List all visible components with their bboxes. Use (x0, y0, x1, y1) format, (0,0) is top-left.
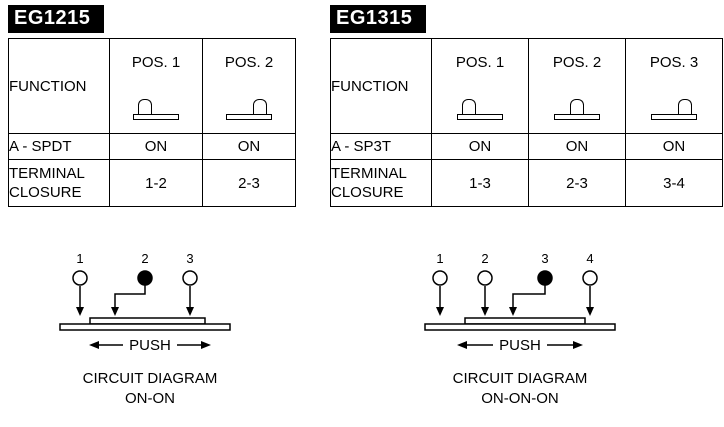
closure-value-cell: 1-3 (431, 159, 529, 207)
push-right-arrow-icon (573, 341, 583, 349)
common-contact-path (512, 285, 546, 307)
switch-position-icon (226, 94, 272, 120)
terminal-closure-row: TERMINAL CLOSURE 1-3 2-3 3-4 (330, 159, 723, 207)
pos3-label: POS. 3 (649, 54, 699, 71)
on-cell: ON (431, 133, 529, 160)
down-arrowhead-icon (76, 307, 84, 316)
push-left-arrow-icon (89, 341, 99, 349)
push-label: PUSH (129, 337, 171, 354)
closure-label-cell: TERMINAL CLOSURE (330, 159, 432, 207)
diagram-caption: CIRCUIT DIAGRAM ON-ON-ON (405, 369, 635, 410)
push-left-arrow-icon (457, 341, 467, 349)
common-contact-path (114, 285, 146, 307)
table-header-row: FUNCTION POS. 1 POS. 2 (8, 38, 296, 134)
pos2-header-cell: POS. 2 (528, 38, 626, 134)
pos1-label: POS. 1 (131, 54, 181, 71)
function-type-row: A - SP3T ON ON ON (330, 133, 723, 160)
circuit-diagram-drawing: 1 2 3 4 PUSH (424, 251, 616, 354)
on-cell: ON (528, 133, 626, 160)
eg1315-spec-table: FUNCTION POS. 1 POS. 2 (330, 38, 723, 207)
model-badge-eg1315: EG1315 (330, 5, 427, 33)
pos1-header-cell: POS. 1 (109, 38, 203, 134)
type-label-cell: A - SP3T (330, 133, 432, 160)
terminal-number: 2 (481, 251, 488, 266)
down-arrowhead-icon (436, 307, 444, 316)
switch-slider (464, 317, 586, 325)
switch-base-icon (651, 114, 697, 120)
function-header-cell: FUNCTION (330, 38, 432, 134)
model-badge-eg1215: EG1215 (8, 5, 105, 33)
pos1-header-cell: POS. 1 (431, 38, 529, 134)
table-header-row: FUNCTION POS. 1 POS. 2 (330, 38, 723, 134)
closure-value-cell: 2-3 (528, 159, 626, 207)
switch-position-icon (554, 94, 600, 120)
switch-position-icon (651, 94, 697, 120)
terminal-circle (182, 270, 198, 286)
pos2-header-cell: POS. 2 (202, 38, 296, 134)
switch-knob-icon (138, 99, 152, 115)
switch-knob-icon (570, 99, 584, 115)
down-arrowhead-icon (481, 307, 489, 316)
down-arrowhead-icon (186, 307, 194, 316)
terminal-number: 3 (541, 251, 548, 266)
eg1215-spec-table: FUNCTION POS. 1 POS. 2 (8, 38, 296, 207)
caption-line2: ON-ON-ON (481, 390, 559, 408)
closure-value-cell: 3-4 (625, 159, 723, 207)
terminal-circle (72, 270, 88, 286)
switch-slider (89, 317, 206, 325)
terminal-number: 1 (436, 251, 443, 266)
switch-base-icon (133, 114, 179, 120)
terminal-number: 3 (186, 251, 193, 266)
terminal-number: 1 (76, 251, 83, 266)
terminal-circle (432, 270, 448, 286)
circuit-diagram-drawing: 1 2 3 PUSH (59, 251, 231, 354)
push-right-arrow-icon (201, 341, 211, 349)
function-header-cell: FUNCTION (8, 38, 110, 134)
type-label-cell: A - SPDT (8, 133, 110, 160)
diagram-caption: CIRCUIT DIAGRAM ON-ON (45, 369, 255, 410)
terminal-number: 2 (141, 251, 148, 266)
terminal-circle (477, 270, 493, 286)
caption-line1: CIRCUIT DIAGRAM (452, 370, 588, 387)
on-cell: ON (202, 133, 296, 160)
terminal-circle (582, 270, 598, 286)
pos2-label: POS. 2 (224, 54, 274, 71)
down-arrowhead-icon (586, 307, 594, 316)
switch-position-icon (457, 94, 503, 120)
eg1315-circuit-diagram: 1 2 3 4 PUSH CIRCUIT DIAGRAM ON-ON-ON (405, 250, 635, 410)
terminal-number: 4 (586, 251, 593, 266)
switch-base (59, 323, 231, 331)
switch-base (424, 323, 616, 331)
pos1-label: POS. 1 (455, 54, 505, 71)
closure-value-cell: 2-3 (202, 159, 296, 207)
caption-line1: CIRCUIT DIAGRAM (82, 370, 218, 387)
switch-base-icon (226, 114, 272, 120)
switch-knob-icon (678, 99, 692, 115)
closure-value-cell: 1-2 (109, 159, 203, 207)
switch-knob-icon (462, 99, 476, 115)
eg1315-panel: EG1315 FUNCTION POS. 1 POS. 2 (330, 5, 723, 207)
terminal-closure-row: TERMINAL CLOSURE 1-2 2-3 (8, 159, 296, 207)
switch-base-icon (457, 114, 503, 120)
switch-base-icon (554, 114, 600, 120)
on-cell: ON (625, 133, 723, 160)
on-cell: ON (109, 133, 203, 160)
eg1215-circuit-diagram: 1 2 3 PUSH CIRCUIT DIAGRAM ON-ON (45, 250, 255, 410)
down-arrowhead-icon (509, 307, 517, 316)
push-label: PUSH (499, 337, 541, 354)
pos2-label: POS. 2 (552, 54, 602, 71)
down-arrowhead-icon (111, 307, 119, 316)
switch-position-icon (133, 94, 179, 120)
pos3-header-cell: POS. 3 (625, 38, 723, 134)
function-type-row: A - SPDT ON ON (8, 133, 296, 160)
terminal-circle-filled (537, 270, 553, 286)
closure-label-cell: TERMINAL CLOSURE (8, 159, 110, 207)
eg1215-panel: EG1215 FUNCTION POS. 1 POS. 2 (8, 5, 296, 207)
switch-knob-icon (253, 99, 267, 115)
caption-line2: ON-ON (125, 390, 175, 408)
terminal-circle-filled (137, 270, 153, 286)
